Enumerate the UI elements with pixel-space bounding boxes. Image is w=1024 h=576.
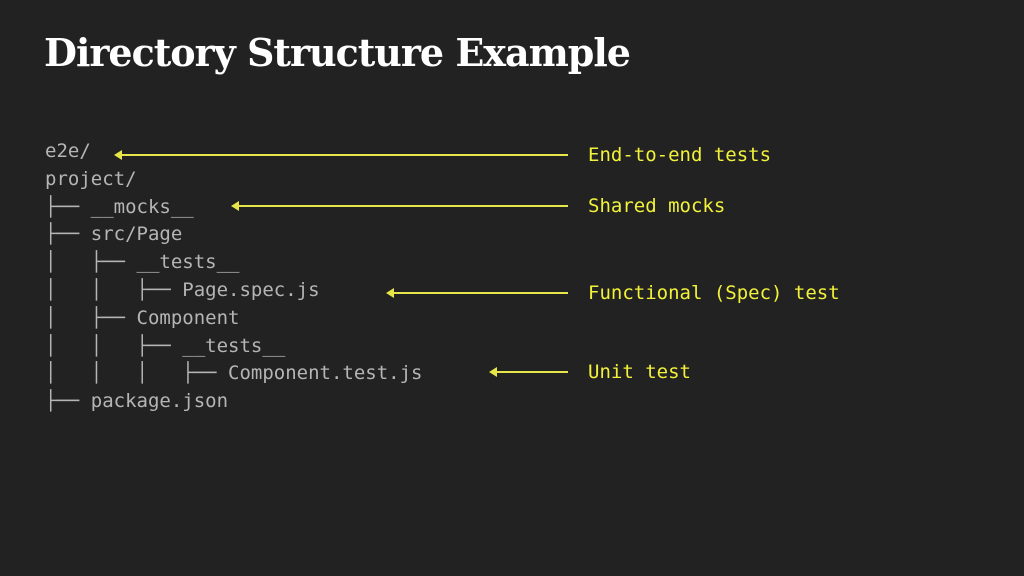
directory-tree: e2e/ project/ ├── __mocks__ ├── src/Page… bbox=[45, 138, 423, 416]
tree-line-mocks: ├── __mocks__ bbox=[45, 195, 194, 218]
tree-line-page-spec: │ │ ├── Page.spec.js bbox=[45, 278, 320, 301]
arrow-e2e bbox=[114, 150, 568, 160]
annotation-mocks: Shared mocks bbox=[588, 195, 726, 217]
tree-line-package-json: ├── package.json bbox=[45, 390, 229, 413]
tree-line-project: project/ bbox=[45, 167, 137, 190]
tree-line-component-test-file: │ │ │ ├── Component.test.js bbox=[45, 362, 423, 385]
tree-line-component-tests: │ │ ├── __tests__ bbox=[45, 334, 286, 357]
arrow-unit bbox=[489, 367, 568, 377]
arrow-head-icon bbox=[231, 201, 239, 211]
arrow-head-icon bbox=[489, 367, 497, 377]
tree-line-page-tests: │ ├── __tests__ bbox=[45, 251, 240, 274]
tree-line-e2e: e2e/ bbox=[45, 140, 91, 162]
slide-title: Directory Structure Example bbox=[44, 30, 631, 75]
arrow-head-icon bbox=[114, 150, 122, 160]
annotation-spec: Functional (Spec) test bbox=[588, 282, 840, 304]
arrow-head-icon bbox=[386, 288, 394, 298]
annotation-unit: Unit test bbox=[588, 361, 691, 383]
arrow-mocks bbox=[231, 201, 568, 211]
tree-line-component: │ ├── Component bbox=[45, 306, 240, 329]
arrow-spec bbox=[386, 288, 568, 298]
tree-line-src-page: ├── src/Page bbox=[45, 223, 183, 246]
annotation-e2e: End-to-end tests bbox=[588, 144, 772, 166]
